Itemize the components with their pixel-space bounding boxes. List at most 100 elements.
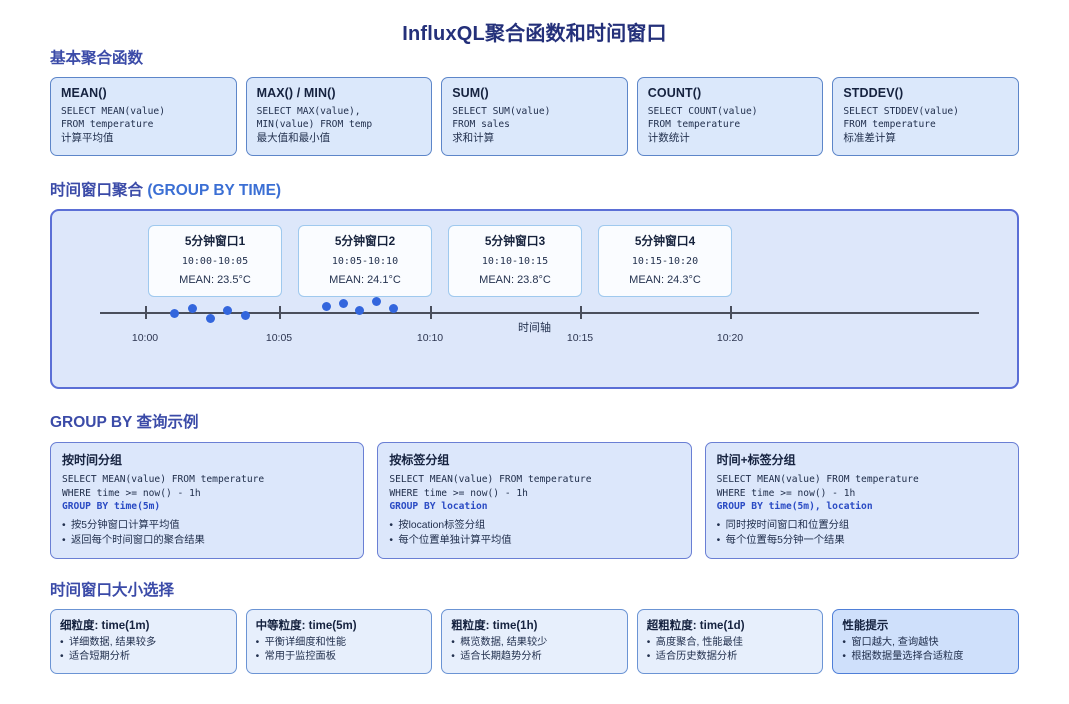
window-size-title: 超粗粒度: time(1d): [646, 619, 745, 632]
data-point-dot: [322, 301, 331, 311]
time-window-range: 10:05-10:10: [331, 255, 399, 267]
window-size-card-1d[interactable]: 超粗粒度: time(1d) 高度聚合, 性能最佳 适合历史数据分析: [636, 608, 824, 674]
window-size-bullets: 窗口越大, 查询越快 根据数据量选择合适粒度: [842, 636, 1009, 665]
time-window-mean: MEAN: 23.5°C: [179, 273, 251, 286]
window-size-card-5m[interactable]: 中等粒度: time(5m) 平衡详细度和性能 常用于监控面板: [245, 608, 433, 674]
group-by-bullets: 按5分钟窗口计算平均值 返回每个时间窗口的聚合结果: [62, 519, 352, 549]
data-point-dot: [389, 303, 398, 313]
list-item: 适合历史数据分析: [647, 650, 814, 665]
data-point-dot: [206, 313, 215, 323]
function-card-count[interactable]: COUNT() SELECT COUNT(value) FROM tempera…: [636, 77, 824, 156]
page-title: InfluxQL聚合函数和时间窗口: [402, 23, 667, 45]
time-window-range: 10:00-10:05: [181, 255, 249, 267]
group-by-code-highlight: GROUP BY location: [389, 501, 488, 513]
window-size-bullets: 平衡详细度和性能 常用于监控面板: [256, 636, 423, 665]
timeline-axis: [100, 311, 979, 314]
function-card-code: SELECT MAX(value), MIN(value) FROM temp: [256, 106, 373, 130]
data-point-dot: [355, 305, 364, 315]
time-window-mean: MEAN: 24.1°C: [329, 273, 401, 286]
time-window-card-3[interactable]: 5分钟窗口3 10:10-10:15 MEAN: 23.8°C: [448, 224, 582, 297]
function-card-desc: 计数统计: [647, 132, 690, 145]
function-card-stddev[interactable]: STDDEV() SELECT STDDEV(value) FROM tempe…: [832, 77, 1019, 156]
window-size-card-1m[interactable]: 细粒度: time(1m) 详细数据, 结果较多 适合短期分析: [50, 608, 237, 674]
section-heading-window-size: 时间窗口大小选择: [50, 581, 175, 599]
function-card-desc: 最大值和最小值: [256, 132, 331, 145]
data-point-dot: [339, 298, 348, 308]
list-item: 常用于监控面板: [256, 650, 423, 665]
time-window-range: 10:15-10:20: [631, 255, 699, 267]
group-by-row: 按时间分组 SELECT MEAN(value) FROM temperatur…: [50, 441, 1019, 559]
list-item: 详细数据, 结果较多: [60, 636, 227, 651]
data-point-dot: [170, 308, 179, 318]
axis-tick: [430, 305, 432, 319]
group-by-code: SELECT MEAN(value) FROM temperature WHER…: [716, 473, 919, 499]
axis-tick-label: 10:00: [131, 331, 159, 344]
section-heading-group-by-sub: 查询示例: [136, 413, 199, 431]
time-window-mean: MEAN: 24.3°C: [629, 273, 701, 286]
list-item: 按5分钟窗口计算平均值: [62, 519, 352, 534]
list-item: 高度聚合, 性能最佳: [647, 636, 814, 651]
time-window-title: 5分钟窗口1: [184, 233, 246, 248]
function-card-desc: 求和计算: [452, 132, 495, 145]
group-by-code: SELECT MEAN(value) FROM temperature WHER…: [62, 473, 265, 499]
function-card-maxmin[interactable]: MAX() / MIN() SELECT MAX(value), MIN(val…: [245, 77, 433, 156]
function-card-title: SUM(): [452, 86, 489, 100]
time-window-card-4[interactable]: 5分钟窗口4 10:15-10:20 MEAN: 24.3°C: [598, 224, 732, 297]
group-by-code-highlight: GROUP BY time(5m): [62, 501, 161, 513]
function-card-title: COUNT(): [647, 86, 702, 100]
section-heading-time-window: 时间窗口聚合 (GROUP BY TIME): [50, 178, 1019, 200]
axis-tick-label: 10:20: [716, 331, 744, 344]
window-size-bullets: 概览数据, 结果较少 适合长期趋势分析: [451, 636, 618, 665]
window-size-bullets: 高度聚合, 性能最佳 适合历史数据分析: [647, 636, 814, 665]
list-item: 每个位置单独计算平均值: [389, 534, 679, 549]
function-card-title: MAX() / MIN(): [256, 86, 336, 100]
list-item: 概览数据, 结果较少: [451, 636, 618, 651]
group-by-title: 时间+标签分组: [716, 452, 796, 467]
window-size-card-performance-tip[interactable]: 性能提示 窗口越大, 查询越快 根据数据量选择合适粒度: [832, 608, 1019, 674]
data-point-dot: [241, 310, 250, 320]
group-by-code: SELECT MEAN(value) FROM temperature WHER…: [389, 473, 592, 499]
function-card-code: SELECT STDDEV(value) FROM temperature: [843, 106, 959, 130]
time-window-card-2[interactable]: 5分钟窗口2 10:05-10:10 MEAN: 24.1°C: [298, 224, 432, 297]
function-card-desc: 标准差计算: [843, 132, 896, 145]
group-by-card-time[interactable]: 按时间分组 SELECT MEAN(value) FROM temperatur…: [50, 441, 365, 559]
time-window-title: 5分钟窗口4: [634, 233, 696, 248]
section-heading-group-by: GROUP BY 查询示例: [50, 410, 1019, 432]
list-item: 平衡详细度和性能: [256, 636, 423, 651]
list-item: 返回每个时间窗口的聚合结果: [62, 534, 352, 549]
function-card-desc: 计算平均值: [61, 132, 114, 145]
time-window-card-1[interactable]: 5分钟窗口1 10:00-10:05 MEAN: 23.5°C: [148, 224, 282, 297]
section-heading-group-by-main: GROUP BY: [50, 413, 137, 431]
group-by-title: 按标签分组: [389, 452, 450, 467]
group-by-bullets: 同时按时间窗口和位置分组 每个位置每5分钟一个结果: [717, 519, 1007, 549]
function-card-mean[interactable]: MEAN() SELECT MEAN(value) FROM temperatu…: [50, 77, 237, 156]
basic-functions-row: MEAN() SELECT MEAN(value) FROM temperatu…: [50, 77, 1019, 156]
axis-tick: [145, 305, 147, 319]
group-by-card-time-tag[interactable]: 时间+标签分组 SELECT MEAN(value) FROM temperat…: [704, 441, 1019, 559]
time-window-range: 10:10-10:15: [481, 255, 549, 267]
list-item: 窗口越大, 查询越快: [842, 636, 1009, 651]
group-by-card-tag[interactable]: 按标签分组 SELECT MEAN(value) FROM temperatur…: [377, 441, 692, 559]
time-window-mean: MEAN: 23.8°C: [479, 273, 551, 286]
window-size-card-1h[interactable]: 粗粒度: time(1h) 概览数据, 结果较少 适合长期趋势分析: [441, 608, 628, 674]
list-item: 按location标签分组: [389, 519, 679, 534]
function-card-code: SELECT MEAN(value) FROM temperature: [61, 106, 165, 130]
time-window-title: 5分钟窗口2: [334, 233, 396, 248]
list-item: 适合长期趋势分析: [451, 650, 618, 665]
list-item: 根据数据量选择合适粒度: [842, 650, 1009, 665]
time-window-panel: 5分钟窗口1 10:00-10:05 MEAN: 23.5°C 5分钟窗口2 1…: [50, 208, 1019, 389]
window-size-row: 细粒度: time(1m) 详细数据, 结果较多 适合短期分析 中等粒度: ti…: [50, 608, 1019, 674]
axis-tick: [580, 305, 582, 319]
window-size-bullets: 详细数据, 结果较多 适合短期分析: [60, 636, 227, 665]
time-window-title: 5分钟窗口3: [484, 233, 546, 248]
list-item: 适合短期分析: [60, 650, 227, 665]
section-heading-basic-functions: 基本聚合函数: [50, 50, 144, 67]
section-heading-time-window-main: 时间窗口聚合: [50, 181, 148, 199]
function-card-sum[interactable]: SUM() SELECT SUM(value) FROM sales 求和计算: [441, 77, 628, 156]
section-heading-time-window-sub: (GROUP BY TIME): [147, 181, 282, 199]
axis-tick-label: 10:05: [265, 331, 293, 344]
function-card-title: STDDEV(): [843, 86, 904, 100]
window-size-title: 粗粒度: time(1h): [451, 619, 538, 632]
list-item: 同时按时间窗口和位置分组: [717, 519, 1007, 534]
